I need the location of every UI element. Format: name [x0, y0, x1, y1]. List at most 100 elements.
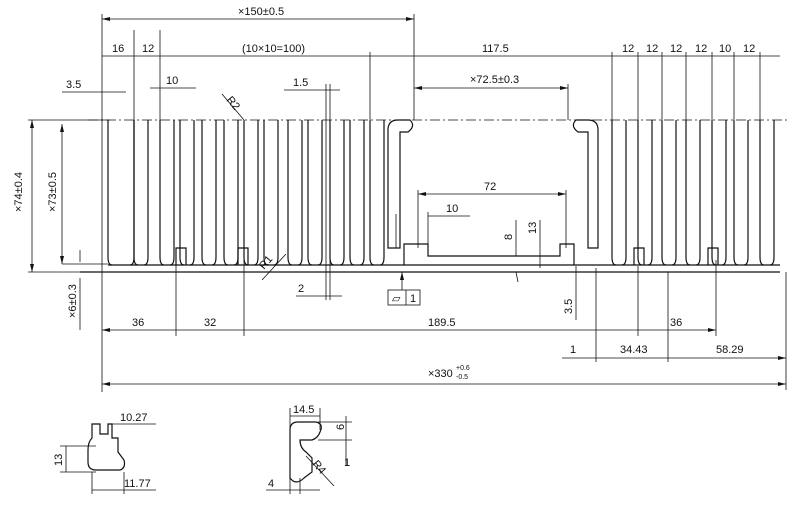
detail-b-gap: 1: [344, 457, 350, 469]
base-rib: [175, 247, 187, 265]
fin-right-edge: [671, 120, 677, 266]
dim-right-pitch-3: 12: [670, 43, 682, 55]
dim-radius-r2: R2: [224, 94, 242, 112]
center-slot: [403, 243, 575, 265]
dim-bottom-32: 32: [204, 317, 216, 329]
dim-overall-330: ×330: [428, 368, 453, 380]
fin-left-edge: [179, 120, 185, 266]
fin-right-edge: [621, 120, 627, 266]
dim-bottom-36-right: 36: [670, 317, 682, 329]
fin-right-edge: [273, 120, 279, 266]
dim-slot-13: 13: [527, 222, 539, 234]
dim-edge-3-5: 3.5: [66, 79, 81, 91]
dim-right-pitch-4: 12: [695, 43, 707, 55]
fin-left-edge: [759, 120, 765, 266]
fin-left-edge: [611, 120, 617, 266]
left-channel-wall: [387, 119, 414, 249]
fin-right-edge: [317, 120, 323, 266]
dim-bottom-189-5: 189.5: [428, 317, 456, 329]
fin-right-edge: [189, 120, 195, 266]
fin-array: [107, 120, 775, 266]
right-channel-wall: [572, 119, 599, 249]
fin-left-edge: [329, 120, 335, 266]
detail-b-thickness: 4: [268, 478, 274, 490]
fin-right-edge: [721, 120, 727, 266]
dim-right-pitch-5: 10: [719, 43, 731, 55]
dim-height-73: ×73±0.5: [47, 172, 59, 212]
fin-left-edge: [287, 120, 293, 266]
detail-b-top-width: 14.5: [293, 404, 314, 416]
fin-right-edge: [143, 120, 149, 266]
fin-left-edge: [263, 120, 269, 266]
fin-left-edge: [711, 120, 717, 266]
dim-pitch-16: 16: [112, 43, 124, 55]
fin-right-edge: [169, 120, 175, 266]
flatness-symbol: ▱: [392, 293, 401, 305]
dim-base-3-5: 3.5: [563, 299, 575, 314]
dim-pitch-group: (10×10=100): [242, 43, 305, 55]
fin-left-edge: [107, 120, 113, 266]
dim-right-pitch-1: 12: [622, 43, 634, 55]
dim-radius-r1: R1: [257, 253, 275, 271]
detail-a-top-width: 10.27: [120, 412, 148, 424]
fin-left-edge: [243, 120, 249, 266]
fin-right-edge: [695, 120, 701, 266]
dim-right-pitch-2: 12: [646, 43, 658, 55]
fin-right-edge: [297, 120, 303, 266]
dim-150: ×150±0.5: [238, 6, 284, 18]
fin-left-edge: [307, 120, 313, 266]
flatness-value: 1: [410, 293, 416, 305]
detail-a: 10.27 13 11.77: [53, 412, 156, 494]
base-rib: [633, 247, 645, 265]
detail-a-bottom-width: 11.77: [124, 478, 151, 490]
fin-right-edge: [253, 120, 259, 266]
detail-b-profile: [289, 421, 322, 483]
dim-34-43: 34.43: [620, 344, 648, 356]
fin-left-edge: [159, 120, 165, 266]
dim-fin-1-5: 1.5: [293, 77, 308, 89]
heatsink-profile: [80, 119, 790, 273]
dim-fin-gap-2: 2: [298, 283, 304, 295]
dim-overall-tol-lower: -0.5: [456, 374, 468, 381]
dim-overall-tol-upper: +0.6: [456, 365, 470, 372]
detail-b-height: 6: [335, 424, 347, 430]
dim-base-6: ×6±0.3: [67, 284, 79, 318]
dim-58-29: 58.29: [716, 344, 744, 356]
dim-117-5: 117.5: [482, 43, 509, 55]
fin-left-edge: [223, 120, 229, 266]
dim-slot-8: 8: [503, 234, 515, 240]
fin-left-edge: [201, 120, 207, 266]
dim-right-pitch-6: 12: [743, 43, 755, 55]
dim-slot-72-5: ×72.5±0.3: [470, 74, 519, 86]
dim-slot-72: 72: [484, 181, 496, 193]
flatness-frame: [387, 289, 421, 306]
dim-height-74: ×74±0.4: [13, 172, 25, 212]
fin-right-edge: [233, 120, 239, 266]
dim-bottom-36-left: 36: [132, 317, 144, 329]
fin-right-edge: [211, 120, 217, 266]
fin-left-edge: [661, 120, 667, 266]
dimension-layer: ×150±0.5 16 12 (10×10=100) 117.5 12 12 1…: [13, 6, 787, 392]
base-rib: [237, 247, 249, 265]
detail-a-height: 13: [53, 454, 65, 466]
fin-left-edge: [133, 120, 139, 266]
dim-pitch-12-left: 12: [142, 43, 154, 55]
fin-right-edge: [647, 120, 653, 266]
fin-right-edge: [359, 120, 365, 266]
fin-right-edge: [769, 120, 775, 266]
fin-right-edge: [339, 120, 345, 266]
base-rib: [707, 247, 719, 265]
dim-slot-10: 10: [446, 203, 458, 215]
detail-b: 14.5 6 1 R4 4: [266, 404, 352, 494]
fin-left-edge: [685, 120, 691, 266]
fin-right-edge: [379, 120, 385, 266]
dim-gap-10: 10: [166, 75, 178, 87]
fin-right-edge: [743, 120, 749, 266]
fin-left-edge: [369, 120, 375, 266]
fin-left-edge: [637, 120, 643, 266]
dim-small-1: 1: [570, 344, 576, 356]
fin-left-edge: [349, 120, 355, 266]
detail-a-profile: [87, 423, 126, 471]
fin-left-edge: [733, 120, 739, 266]
